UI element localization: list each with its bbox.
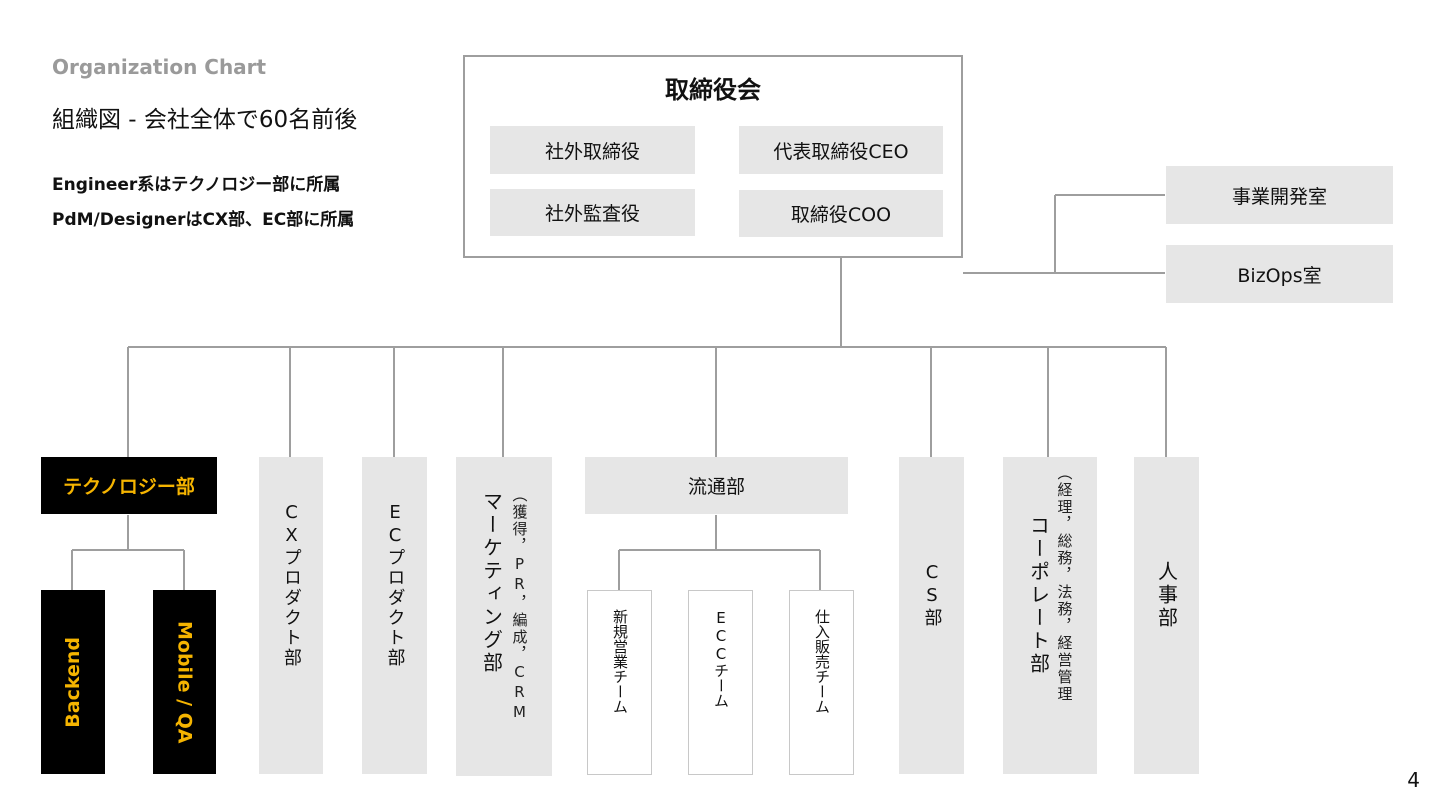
hr-dept-label: 人事部 <box>1154 561 1179 630</box>
auditor-box: 社外監査役 <box>490 189 695 236</box>
bizops-office-box: BizOps室 <box>1166 245 1393 303</box>
page-title: 組織図 - 会社全体で60名前後 <box>52 107 358 133</box>
backend-team-box: Backend <box>41 590 105 774</box>
cx-dept-box: CXプロダクト部 <box>259 457 323 774</box>
bizdev-office-box: 事業開発室 <box>1166 166 1393 224</box>
corporate-dept-label: コーポレート部 <box>1026 515 1051 676</box>
purchase-sales-team-box: 仕入販売チーム <box>789 590 854 775</box>
cs-dept-box: CS部 <box>899 457 964 774</box>
note-engineer: Engineer系はテクノロジー部に所属 <box>52 175 341 195</box>
cs-dept-label: CS部 <box>921 562 943 628</box>
marketing-dept-scope: （獲得，PR，編成，CRM <box>510 487 529 723</box>
board-title: 取締役会 <box>665 76 761 104</box>
technology-dept-box: テクノロジー部 <box>41 457 217 514</box>
new-sales-team-box: 新規営業チーム <box>587 590 652 775</box>
note-pdm-designer: PdM/DesignerはCX部、EC部に所属 <box>52 210 355 230</box>
ecc-team-label: ECCチーム <box>712 609 730 708</box>
purchase-sales-team-label: 仕入販売チーム <box>813 609 831 714</box>
new-sales-team-label: 新規営業チーム <box>611 609 629 714</box>
eyebrow-label: Organization Chart <box>52 55 267 79</box>
marketing-dept-box: マーケティング部 （獲得，PR，編成，CRM <box>456 457 552 776</box>
marketing-dept-label: マーケティング部 <box>479 491 504 675</box>
outside-director-box: 社外取締役 <box>490 126 695 174</box>
page-number: 4 <box>1407 768 1420 792</box>
backend-team-label: Backend <box>62 636 84 728</box>
ec-dept-box: ECプロダクト部 <box>362 457 427 774</box>
ec-dept-label: ECプロダクト部 <box>384 502 406 668</box>
mobile-qa-team-box: Mobile / QA <box>153 590 216 774</box>
cx-dept-label: CXプロダクト部 <box>281 502 302 668</box>
ecc-team-box: ECCチーム <box>688 590 753 775</box>
hr-dept-box: 人事部 <box>1134 457 1199 774</box>
corporate-dept-box: コーポレート部 （経理，総務，法務，経営管理 <box>1003 457 1097 774</box>
corporate-dept-scope: （経理，総務，法務，経営管理 <box>1055 465 1074 703</box>
distribution-dept-box: 流通部 <box>585 457 848 514</box>
ceo-box: 代表取締役CEO <box>739 126 943 174</box>
coo-box: 取締役COO <box>739 190 943 237</box>
mobile-qa-team-label: Mobile / QA <box>173 620 196 744</box>
